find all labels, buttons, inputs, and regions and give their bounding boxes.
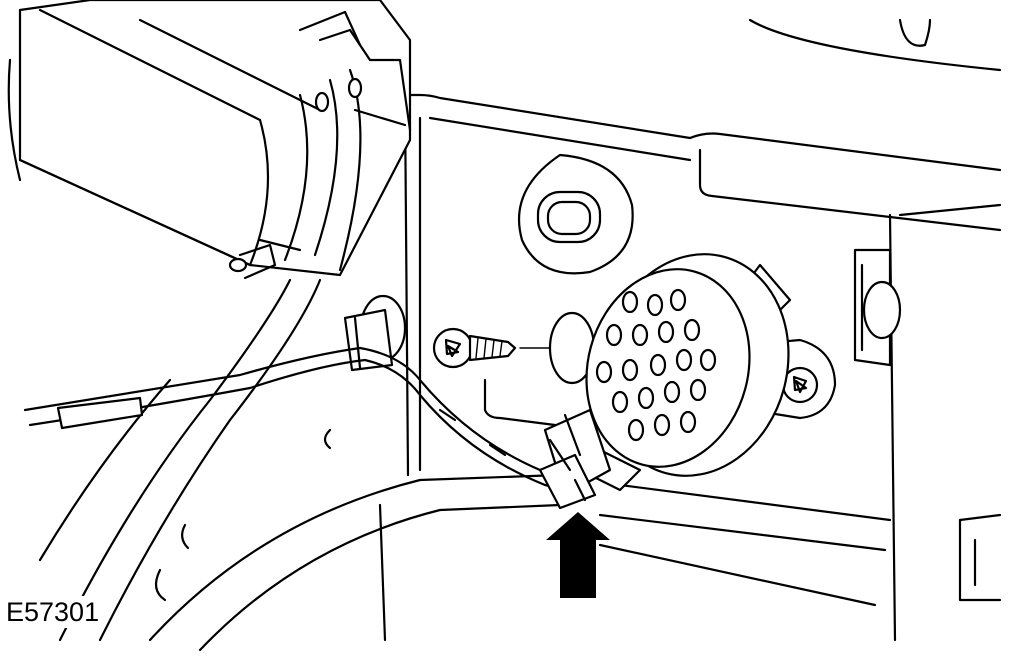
sounder-grille	[595, 288, 717, 442]
mounting-boss	[517, 153, 634, 275]
electrical-connector	[538, 408, 642, 510]
wiring-harness	[23, 346, 577, 489]
figure-id-label: E57301	[4, 596, 102, 629]
harness-grommet	[343, 294, 407, 372]
alignment-line	[483, 378, 557, 427]
motor-assembly	[18, 0, 412, 280]
lower-panel-outline	[148, 473, 1002, 652]
body-panel-outline	[398, 18, 1002, 642]
pointer-arrow	[546, 512, 610, 598]
right-bracket	[853, 248, 902, 367]
parking-aid-sounder	[548, 253, 837, 477]
screw	[432, 327, 581, 369]
